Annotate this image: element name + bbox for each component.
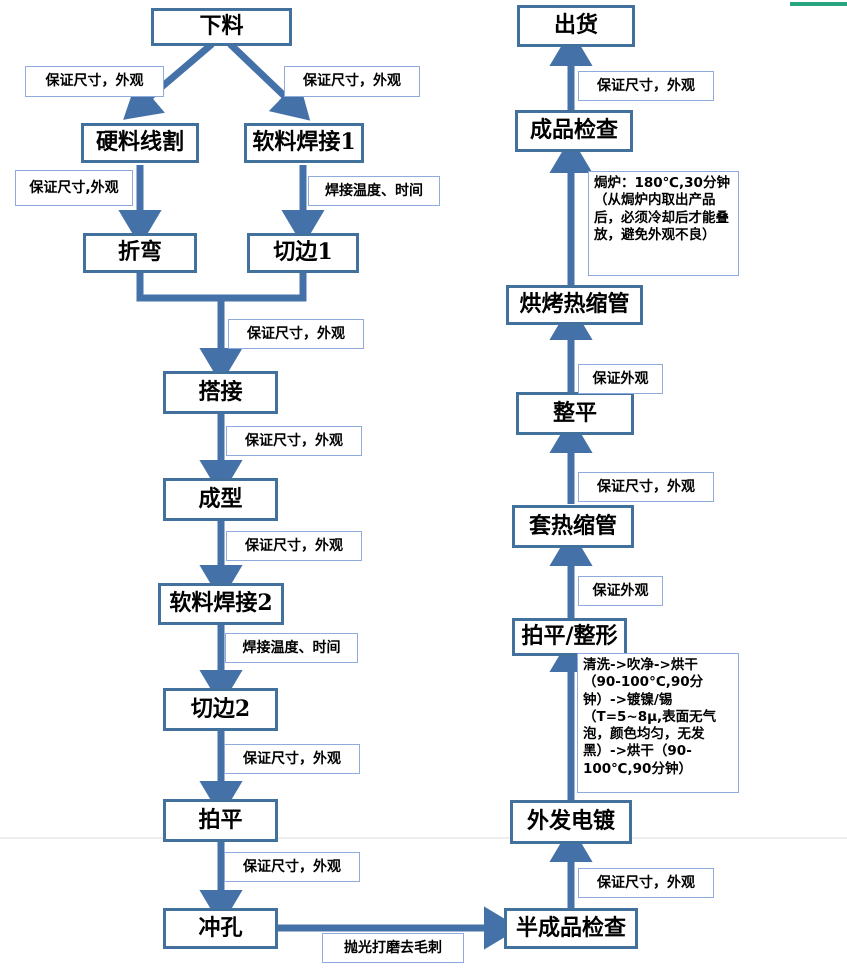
node-zhengping[interactable]: 整平 [516, 392, 634, 435]
node-chengxing[interactable]: 成型 [163, 478, 278, 521]
note-paiping-zhengxing-up: 保证外观 [578, 576, 663, 606]
note-hanjie1-down: 焊接温度、时间 [308, 176, 440, 206]
node-qiebian2[interactable]: 切边2 [163, 688, 278, 731]
note-xialiao-right: 保证尺寸，外观 [284, 66, 420, 97]
note-merge-down: 保证尺寸，外观 [228, 319, 364, 349]
note-hongkao-process: 焗炉：180℃,30分钟（从焗炉内取出产品后，必须冷却后才能叠放，避免外观不良） [588, 171, 739, 276]
node-chengpin-jiancha[interactable]: 成品检查 [515, 110, 633, 152]
node-hongkao-resuoguan[interactable]: 烘烤热缩管 [506, 285, 643, 325]
node-zhewan[interactable]: 折弯 [83, 233, 197, 273]
note-chengpin-up: 保证尺寸，外观 [578, 71, 714, 101]
note-chengxing-down: 保证尺寸，外观 [226, 531, 362, 561]
green-accent-bar [790, 2, 847, 6]
node-dajie[interactable]: 搭接 [163, 371, 278, 414]
note-bancheng-up: 保证尺寸，外观 [578, 868, 714, 898]
note-chongkong-right: 抛光打磨去毛刺 [322, 933, 464, 963]
note-xiange-down: 保证尺寸,外观 [15, 170, 133, 206]
node-paiping-zhengxing[interactable]: 拍平/整形 [512, 618, 627, 656]
note-tao-up: 保证尺寸，外观 [578, 472, 714, 502]
page-separator-rule [0, 837, 847, 839]
note-qiebian2-down: 保证尺寸，外观 [224, 744, 360, 774]
note-zhengping-up: 保证外观 [578, 364, 663, 394]
note-diandu-process: 清洗->吹净->烘干（90-100°C,90分钟）->镀镍/锡（T=5~8µ,表… [577, 653, 739, 793]
node-tao-resuoguan[interactable]: 套热缩管 [512, 505, 634, 548]
node-waifa-diandu[interactable]: 外发电镀 [510, 800, 632, 844]
node-qiebian1[interactable]: 切边1 [247, 233, 359, 273]
node-yingliao-xiange[interactable]: 硬料线割 [81, 123, 199, 163]
node-xialiao[interactable]: 下料 [151, 8, 292, 46]
node-chuhuo[interactable]: 出货 [517, 5, 635, 47]
node-ruanliao-hanjie2[interactable]: 软料焊接2 [158, 583, 284, 625]
node-chongkong[interactable]: 冲孔 [163, 908, 278, 949]
node-bancheng-jiancha[interactable]: 半成品检查 [504, 908, 638, 949]
node-ruanliao-hanjie1[interactable]: 软料焊接1 [244, 123, 364, 163]
note-hanjie2-down: 焊接温度、时间 [225, 633, 358, 663]
note-xialiao-left: 保证尺寸，外观 [25, 66, 164, 97]
note-paiping-down: 保证尺寸，外观 [224, 852, 360, 882]
node-paiping[interactable]: 拍平 [163, 799, 278, 842]
note-dajie-down: 保证尺寸，外观 [226, 426, 362, 456]
